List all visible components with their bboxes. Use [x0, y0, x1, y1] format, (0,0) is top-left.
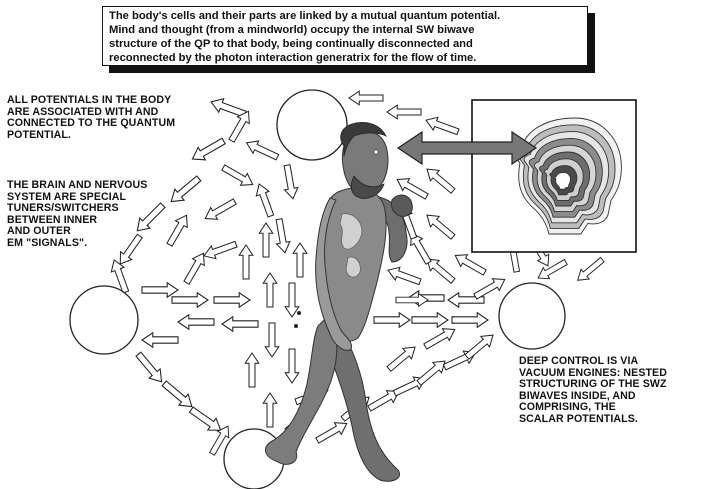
hollow-arrow-icon [202, 196, 238, 225]
caption-line-2: Mind and thought (from a mindworld) occu… [109, 23, 581, 37]
hollow-arrow-icon [259, 223, 273, 257]
label-potentials-line-4: POTENTIAL. [7, 130, 175, 142]
hollow-arrow-icon [178, 315, 214, 329]
hollow-arrow-icon [452, 250, 488, 279]
caption-line-1: The body's cells and their parts are lin… [109, 9, 581, 23]
hollow-arrow-icon [142, 333, 178, 347]
hollow-arrow-icon [263, 273, 277, 307]
hollow-arrow-icon [164, 212, 193, 248]
hollow-arrow-icon [349, 91, 383, 105]
hollow-arrow-icon [133, 350, 167, 387]
hollow-arrow-icon [244, 137, 281, 164]
label-brain-line-6: EM "SIGNALS". [7, 238, 147, 250]
hollow-arrow-icon [293, 243, 307, 277]
caption-line-3: structure of the QP to that body, being … [109, 37, 581, 51]
hollow-arrow-icon [314, 418, 350, 447]
hollow-arrow-icon [472, 274, 508, 303]
accent-dots [294, 311, 301, 328]
hollow-arrow-icon [222, 317, 258, 331]
caption-box: The body's cells and their parts are lin… [102, 6, 588, 66]
hollow-arrow-icon [385, 342, 420, 374]
hollow-arrow-icon [424, 114, 461, 138]
hollow-arrow-icon [423, 210, 458, 242]
hollow-arrow-icon [263, 393, 277, 427]
hollow-arrow-icon [452, 313, 488, 327]
hollow-arrow-icon [142, 283, 178, 297]
hollow-arrow-icon [285, 283, 299, 317]
hollow-arrow-icon [412, 313, 448, 327]
hollow-arrow-icon [574, 255, 607, 285]
label-potentials: ALL POTENTIALS IN THE BODY ARE ASSOCIATE… [7, 95, 175, 141]
node-top-icon [277, 90, 347, 160]
hollow-arrow-icon [220, 162, 256, 191]
label-deep-control: DEEP CONTROL IS VIA VACUUM ENGINES: NEST… [519, 356, 667, 426]
caption-line-4: reconnected by the photon interaction ge… [109, 51, 581, 65]
hollow-arrow-icon [285, 349, 299, 383]
hollow-arrow-icon [202, 238, 239, 262]
hollow-arrow-icon [189, 135, 227, 165]
head-inset [472, 100, 636, 252]
hollow-arrow-icon [423, 164, 458, 196]
hollow-arrow-icon [374, 313, 410, 327]
hollow-arrow-icon [387, 105, 421, 119]
hollow-arrow-icon [272, 218, 291, 254]
hollow-arrow-icon [422, 324, 458, 353]
hollow-arrow-icon [245, 353, 259, 387]
hollow-arrow-icon [463, 330, 498, 362]
hollow-arrow-icon [386, 264, 423, 288]
label-deep-control-line-1: DEEP CONTROL IS VIA [519, 356, 667, 368]
hollow-arrow-icon [214, 293, 250, 307]
label-potentials-line-1: ALL POTENTIALS IN THE BODY [7, 95, 175, 107]
hollow-arrow-icon [172, 293, 208, 307]
label-brain-line-1: THE BRAIN AND NERVOUS [7, 180, 147, 192]
hollow-arrow-icon [280, 164, 299, 200]
hollow-arrow-icon [239, 245, 253, 279]
hollow-arrow-icon [160, 378, 197, 412]
hollow-arrow-icon [167, 173, 204, 207]
hollow-arrow-icon [253, 182, 277, 219]
label-brain: THE BRAIN AND NERVOUS SYSTEM ARE SPECIAL… [7, 180, 147, 250]
head-link-arrow [398, 132, 536, 164]
label-deep-control-line-6: SCALAR POTENTIALS. [519, 414, 667, 426]
node-left-icon [70, 286, 138, 354]
hollow-arrow-icon [265, 323, 279, 357]
hollow-arrow-icon [415, 356, 450, 388]
node-right-icon [499, 283, 565, 349]
